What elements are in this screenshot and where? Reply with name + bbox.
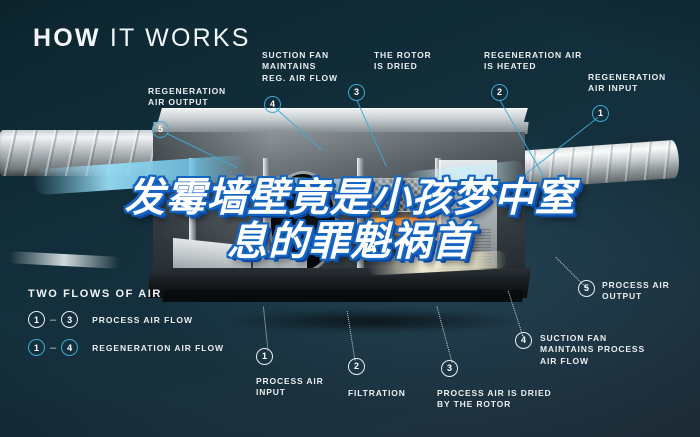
- page-title: HOW IT WORKS: [33, 24, 251, 53]
- callout-label-regeneration-air-input: REGENERATION AIR INPUT: [588, 72, 667, 94]
- callout-marker-5-process[interactable]: 5: [578, 280, 595, 297]
- machine-cabinet: [146, 108, 532, 313]
- legend: TWO FLOWS OF AIR 1 – 3 PROCESS AIR FLOW …: [28, 288, 224, 356]
- legend-row-regeneration-air-flow: 1 – 4 REGENERATION AIR FLOW: [28, 339, 224, 356]
- callout-marker-4-process[interactable]: 4: [515, 332, 532, 349]
- callout-marker-3-process[interactable]: 3: [441, 360, 458, 377]
- page-title-light: IT WORKS: [100, 24, 251, 52]
- callout-marker-2[interactable]: 2: [491, 84, 508, 101]
- legend-marker-to: 4: [61, 339, 79, 356]
- callout-label-regeneration-air-is-heated: REGENERATION AIR IS HEATED: [484, 50, 583, 72]
- callout-label-suction-fan-reg: SUCTION FAN MAINTAINS REG. AIR FLOW: [262, 50, 338, 83]
- callout-marker-1-process[interactable]: 1: [256, 348, 273, 365]
- callout-label-process-air-is-dried: PROCESS AIR IS DRIED BY THE ROTOR: [437, 388, 552, 410]
- callout-label-suction-fan-process: SUCTION FAN MAINTAINS PROCESS AIR FLOW: [540, 333, 645, 366]
- callout-marker-2-process[interactable]: 2: [348, 358, 365, 375]
- legend-title: TWO FLOWS OF AIR: [28, 288, 162, 300]
- callout-label-the-rotor-is-dried: THE ROTOR IS DRIED: [374, 50, 432, 72]
- legend-marker-from: 1: [28, 339, 45, 356]
- callout-label-regeneration-air-output: REGENERATION AIR OUTPUT: [148, 86, 227, 108]
- legend-label-regeneration-air-flow: REGENERATION AIR FLOW: [92, 342, 224, 353]
- legend-marker-to: 3: [61, 311, 79, 328]
- page-title-bold: HOW: [33, 24, 101, 52]
- callout-label-process-air-output: PROCESS AIR OUTPUT: [602, 280, 670, 302]
- callout-label-process-air-input: PROCESS AIR INPUT: [256, 376, 324, 398]
- callout-marker-3[interactable]: 3: [348, 84, 365, 101]
- legend-marker-from: 1: [28, 311, 45, 328]
- legend-dash: –: [50, 341, 57, 354]
- callout-marker-4-regen[interactable]: 4: [264, 96, 281, 113]
- legend-label-process-air-flow: PROCESS AIR FLOW: [92, 314, 193, 325]
- frame-pillar: [357, 158, 364, 272]
- callout-marker-1-regen[interactable]: 1: [592, 105, 609, 122]
- legend-dash: –: [50, 313, 57, 326]
- callout-marker-5-regen[interactable]: 5: [152, 121, 169, 138]
- legend-row-process-air-flow: 1 – 3 PROCESS AIR FLOW: [28, 311, 224, 328]
- callout-label-filtration: FILTRATION: [348, 388, 406, 398]
